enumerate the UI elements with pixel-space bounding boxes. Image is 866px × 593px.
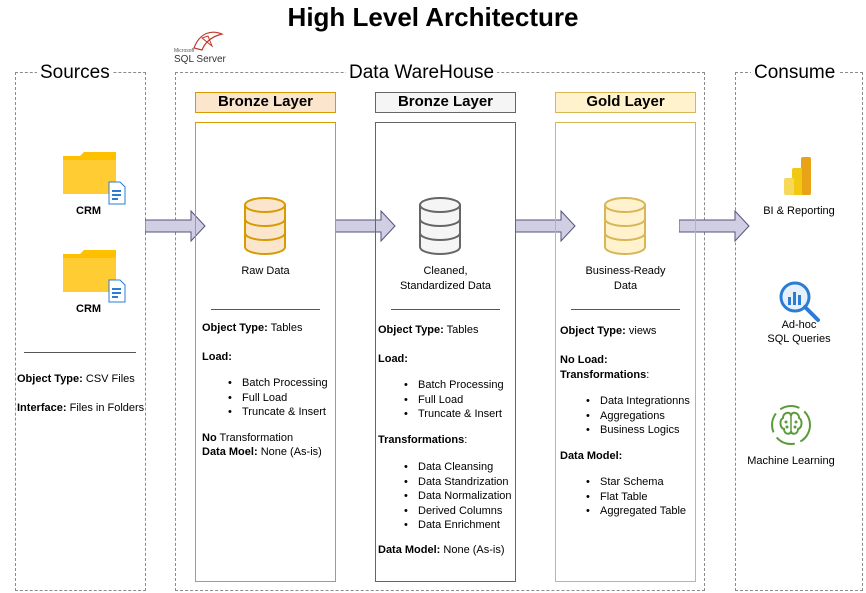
silver-layer-box bbox=[375, 122, 516, 582]
list-item: Data Standrization bbox=[404, 475, 508, 490]
list-item: Truncate & Insert bbox=[228, 405, 326, 420]
list-item: Aggregations bbox=[586, 409, 665, 424]
divider bbox=[211, 309, 320, 310]
gold-transform-label: Transformations: bbox=[560, 369, 650, 381]
source-label: CRM bbox=[76, 205, 102, 217]
page-title: High Level Architecture bbox=[287, 2, 579, 32]
adhoc-label-line1: Ad-hoc bbox=[781, 319, 817, 331]
bronze-object-type: Object Type: Tables bbox=[202, 322, 303, 334]
gold-model-label: Data Model: bbox=[560, 450, 623, 462]
flow-arrow bbox=[145, 210, 206, 242]
silver-caption-line1: Cleaned, bbox=[423, 265, 468, 277]
source-item: CRM bbox=[62, 248, 132, 315]
adhoc-label-line2: SQL Queries bbox=[767, 333, 831, 345]
folder-icon bbox=[63, 152, 116, 194]
silver-transform-label: Transformations: bbox=[378, 434, 468, 446]
sources-title: Sources bbox=[37, 62, 113, 84]
source-label: CRM bbox=[76, 303, 102, 315]
gold-caption-line1: Business-Ready bbox=[585, 265, 666, 277]
gold-load-label: No Load: bbox=[560, 354, 608, 366]
list-item: Batch Processing bbox=[228, 376, 328, 391]
bronze-caption: Raw Data bbox=[241, 265, 290, 277]
bi-reporting-label: BI & Reporting bbox=[763, 205, 835, 217]
list-item: Derived Columns bbox=[404, 504, 502, 519]
machine-learning-icon bbox=[771, 405, 811, 445]
divider bbox=[571, 309, 680, 310]
silver-load-label: Load: bbox=[378, 353, 408, 365]
list-item: Data Normalization bbox=[404, 489, 511, 504]
gold-object-type: Object Type: views bbox=[560, 325, 657, 337]
list-item: Data Enrichment bbox=[404, 518, 500, 533]
divider bbox=[24, 352, 136, 353]
bronze-transformation: No Transformation bbox=[202, 432, 294, 444]
list-item: Data Cleansing bbox=[404, 460, 493, 475]
flow-arrow bbox=[515, 210, 576, 242]
consume-title: Consume bbox=[751, 62, 839, 84]
analytics-search-icon bbox=[779, 281, 820, 322]
silver-caption-line2: Standardized Data bbox=[399, 280, 492, 292]
silver-object-type: Object Type: Tables bbox=[378, 324, 479, 336]
list-item: Star Schema bbox=[586, 475, 664, 490]
warehouse-title: Data WareHouse bbox=[346, 62, 498, 84]
sources-object-type: Object Type: CSV Files bbox=[17, 373, 135, 385]
sql-server-product: SQL Server bbox=[174, 54, 226, 65]
database-icon bbox=[604, 197, 646, 255]
source-item: CRM bbox=[62, 150, 132, 217]
gold-layer-header: Gold Layer bbox=[555, 92, 696, 113]
sql-server-icon bbox=[193, 31, 224, 51]
sql-server-logo: Microsoft SQL Server bbox=[170, 28, 230, 68]
bronze-data-model: Data Moel: None (As-is) bbox=[202, 446, 322, 458]
silver-layer-header: Bronze Layer bbox=[375, 92, 516, 113]
sql-server-vendor: Microsoft bbox=[174, 48, 195, 54]
flow-arrow bbox=[335, 210, 396, 242]
flow-arrow bbox=[679, 210, 750, 242]
silver-data-model: Data Model: None (As-is) bbox=[378, 544, 505, 556]
database-icon bbox=[244, 197, 286, 255]
divider bbox=[391, 309, 500, 310]
list-item: Batch Processing bbox=[404, 378, 504, 393]
list-item: Flat Table bbox=[586, 490, 647, 505]
list-item: Business Logics bbox=[586, 423, 679, 438]
bronze-load-label: Load: bbox=[202, 351, 232, 363]
list-item: Full Load bbox=[228, 391, 287, 406]
list-item: Data Integrationns bbox=[586, 394, 690, 409]
gold-caption-line2: Data bbox=[613, 280, 638, 292]
list-item: Aggregated Table bbox=[586, 504, 686, 519]
power-bi-icon bbox=[784, 157, 811, 195]
machine-learning-label: Machine Learning bbox=[747, 455, 835, 467]
file-icon bbox=[108, 181, 126, 205]
sources-interface: Interface: Files in Folders bbox=[17, 402, 145, 414]
folder-icon bbox=[63, 250, 116, 292]
list-item: Truncate & Insert bbox=[404, 407, 502, 422]
list-item: Full Load bbox=[404, 393, 463, 408]
bronze-layer-box bbox=[195, 122, 336, 582]
bronze-layer-header: Bronze Layer bbox=[195, 92, 336, 113]
file-icon bbox=[108, 279, 126, 303]
database-icon bbox=[419, 197, 461, 255]
gold-layer-box bbox=[555, 122, 696, 582]
